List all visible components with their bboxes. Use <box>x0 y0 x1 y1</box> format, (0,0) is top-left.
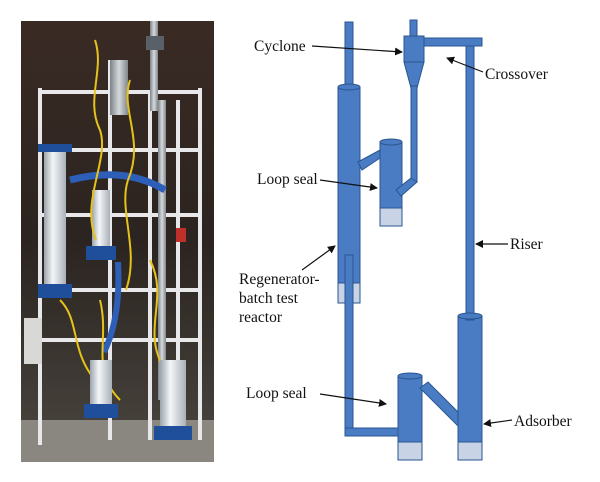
upper-loop-seal-return <box>357 149 381 171</box>
crossover-arrow <box>446 56 484 73</box>
loop-seal-glass-column <box>92 190 110 260</box>
top-pipe <box>150 21 158 111</box>
regenerator-glass-column <box>44 148 66 288</box>
label-regenerator-line3: reactor <box>239 309 283 326</box>
lower-loop-seal-column <box>397 375 423 443</box>
upper-loop-seal-top <box>379 138 403 146</box>
lower-flange <box>84 404 118 418</box>
label-crossover: Crossover <box>485 66 549 83</box>
adsorber-bed <box>457 441 483 461</box>
regenerator-downcomer <box>344 254 354 436</box>
upper-loop-seal-column <box>379 141 403 209</box>
label-riser: Riser <box>510 236 544 253</box>
cyclone-arrow <box>311 45 403 56</box>
lower-loop-seal-bed <box>397 441 423 461</box>
regenerator-vent-pipe <box>344 21 354 91</box>
regenerator-top <box>337 83 361 91</box>
red-valve <box>176 228 186 242</box>
dipleg-elbow <box>395 177 418 197</box>
label-regenerator-line1: Regenerator- <box>239 271 320 288</box>
regenerator-flange-bottom <box>38 284 72 298</box>
adsorber-flange <box>154 426 192 440</box>
lower-loop-seal-top <box>397 372 423 380</box>
blue-hose <box>69 171 167 194</box>
instrument-box <box>24 318 42 364</box>
crossover-pipe <box>419 37 483 47</box>
lower-loop-seal-arrow <box>319 393 387 407</box>
lower-transfer-line <box>344 427 406 437</box>
top-valve <box>146 36 164 50</box>
label-regenerator-line2: batch test <box>239 290 299 307</box>
adsorber-top <box>457 312 483 320</box>
cyclone-body-photo <box>110 60 128 115</box>
label-loop-seal-upper: Loop seal <box>257 171 318 188</box>
cyclone-barrel <box>403 35 425 63</box>
label-adsorber: Adsorber <box>514 413 573 430</box>
regenerator-arrow <box>301 245 336 271</box>
upper-loop-seal-bed <box>379 207 403 227</box>
loop-seal-flange <box>86 246 116 260</box>
adsorber-column <box>457 315 483 443</box>
blue-hose-lower <box>101 261 122 354</box>
adsorber-glass-column <box>160 360 186 426</box>
riser-pipe <box>465 39 475 321</box>
regenerator-flange-top <box>38 144 72 152</box>
lower-glass-column <box>90 360 112 406</box>
label-cyclone: Cyclone <box>254 38 306 55</box>
cyclone-cone <box>403 61 425 89</box>
upper-loop-seal-arrow <box>319 179 378 191</box>
riser-pipe-photo <box>158 100 166 400</box>
label-loop-seal-lower: Loop seal <box>246 385 307 402</box>
label-arrows <box>301 45 513 427</box>
cyclone-dipleg <box>410 85 418 183</box>
adsorber-arrow <box>483 419 513 427</box>
